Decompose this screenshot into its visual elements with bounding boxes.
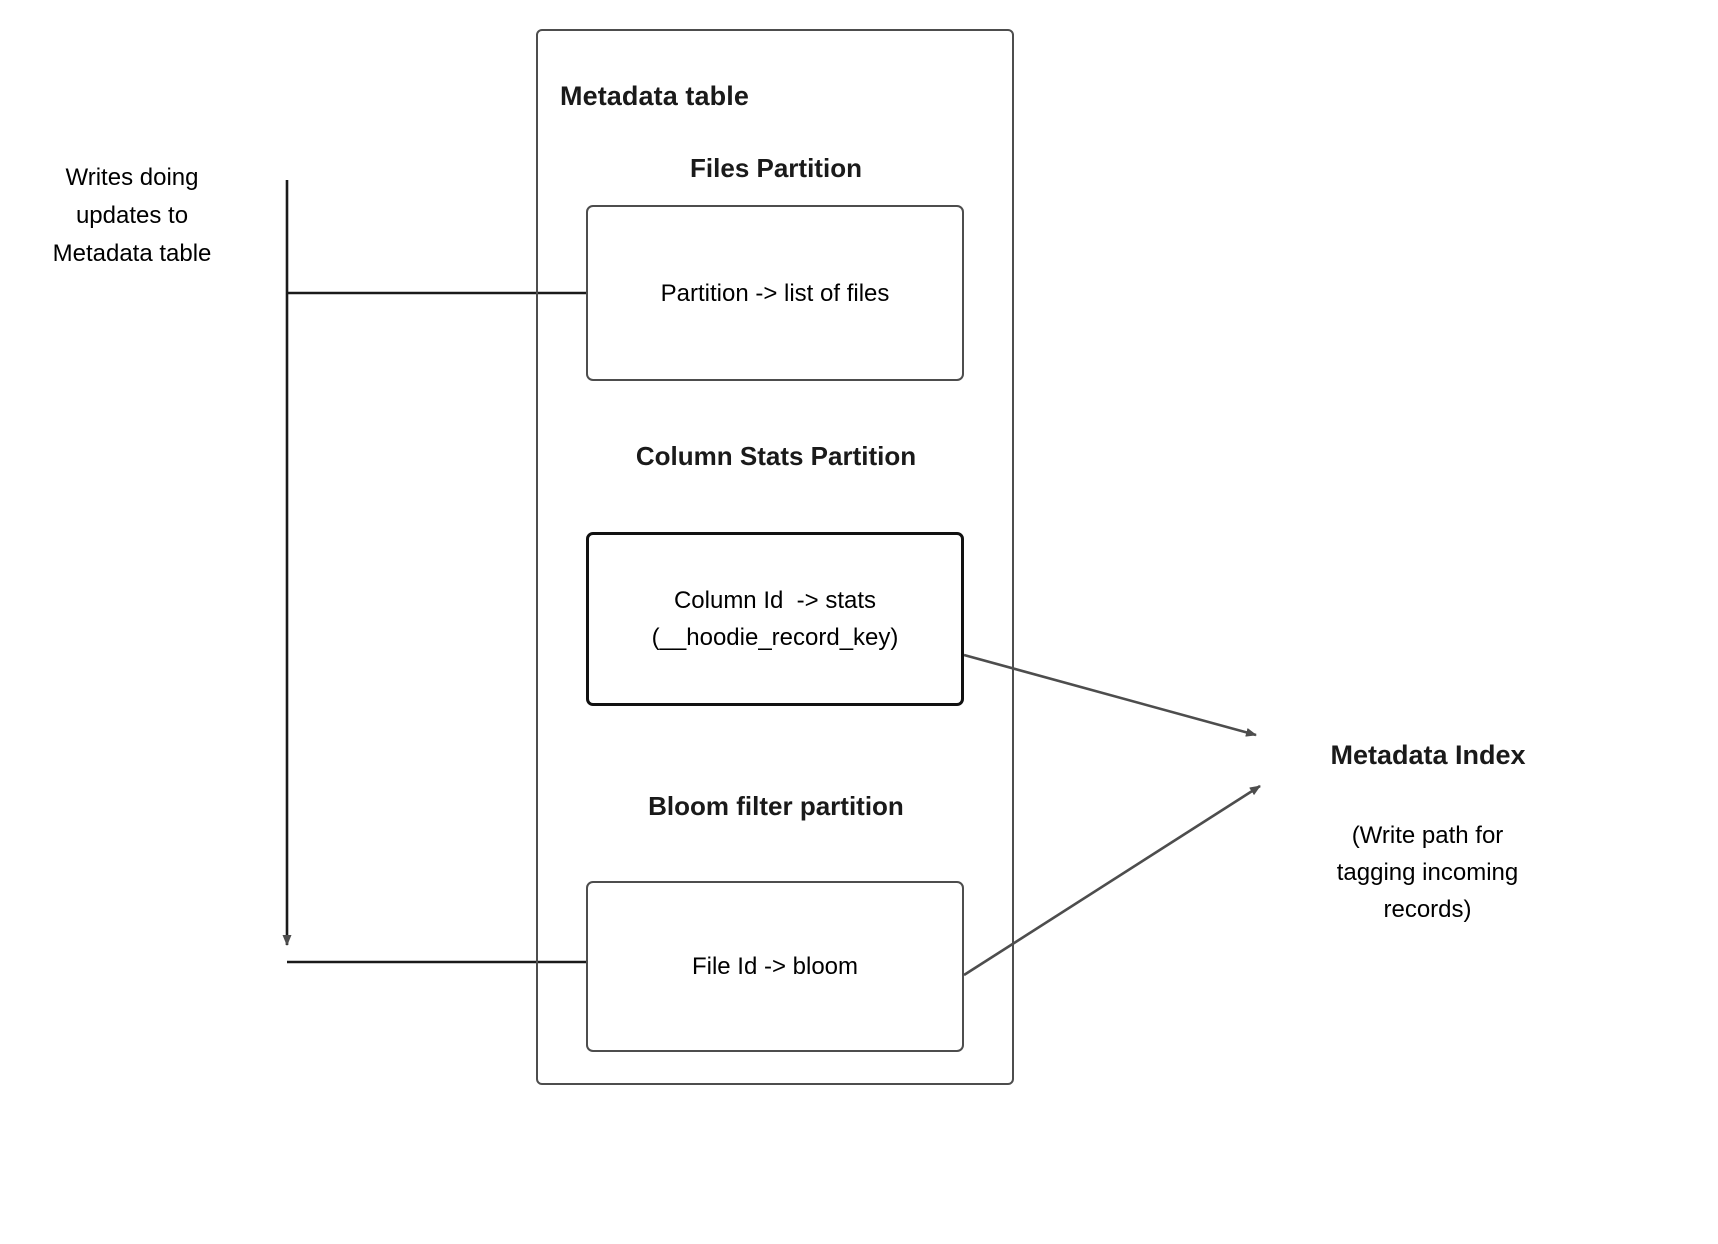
files-partition-box-text: Partition -> list of files (660, 279, 890, 307)
metadata-index-title: Metadata Index (1330, 740, 1526, 770)
writes-doing-updates-caption: Writes doing updates to Metadata table (52, 164, 212, 267)
bloom-filter-partition-box-text: File Id -> bloom (691, 953, 859, 980)
bloom-filter-partition-heading: Bloom filter partition (648, 791, 904, 821)
column-stats-partition-box: Column Id -> stats (__hoodie_record_key) (586, 532, 964, 706)
metadata-table-container (536, 29, 1014, 1085)
metadata-table-title: Metadata table (560, 81, 749, 111)
column-stats-partition-box-text: Column Id -> stats (__hoodie_record_key) (651, 587, 899, 651)
bloom-filter-partition-box: File Id -> bloom (586, 881, 964, 1052)
column-stats-partition-heading: Column Stats Partition (635, 441, 917, 471)
files-partition-box: Partition -> list of files (586, 205, 964, 381)
metadata-index-note: (Write path for tagging incoming records… (1336, 822, 1519, 923)
files-partition-heading: Files Partition (690, 153, 862, 183)
